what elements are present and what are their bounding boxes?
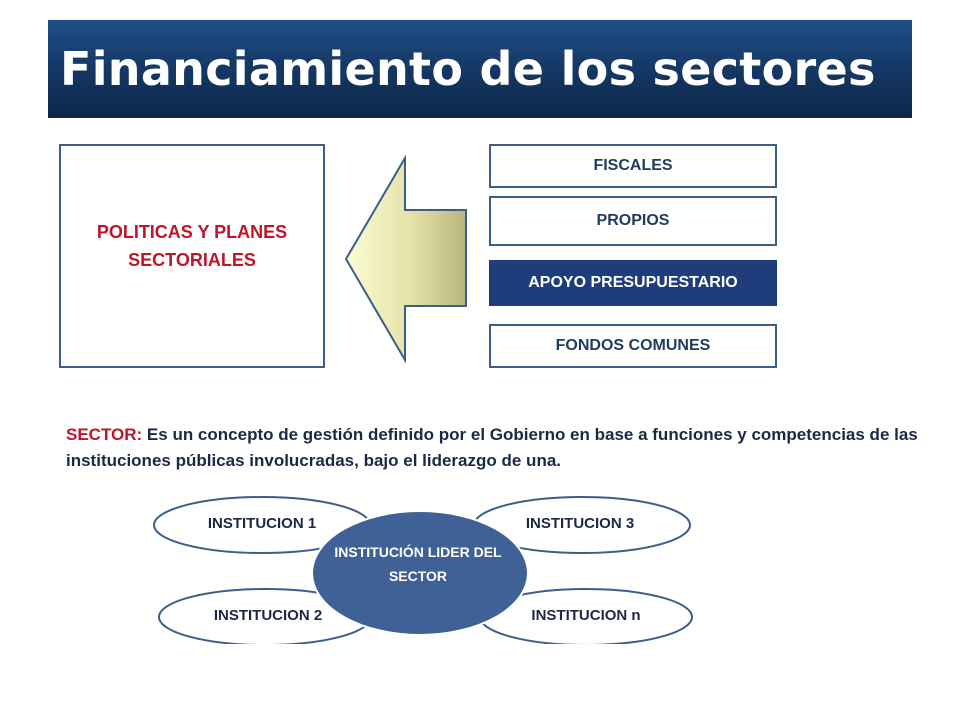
institution-3-label: INSTITUCION 3 (525, 515, 635, 532)
institution-diagram (153, 496, 693, 644)
title-bar: Financiamiento de los sectores (48, 20, 912, 118)
policy-box: POLITICAS Y PLANES SECTORIALES (59, 144, 325, 368)
institution-n-label: INSTITUCION n (531, 607, 641, 624)
institution-1-label: INSTITUCION 1 (207, 515, 317, 532)
policy-label: POLITICAS Y PLANES SECTORIALES (96, 222, 288, 270)
lead-institution-ellipse (311, 510, 529, 636)
funding-source-apoyo-presupuestario: APOYO PRESUPUESTARIO (489, 260, 777, 306)
funding-source-propios: PROPIOS (489, 196, 777, 246)
page-title: Financiamiento de los sectores (60, 42, 876, 96)
funding-source-fiscales: FISCALES (489, 144, 777, 188)
lead-institution-label: INSTITUCIÓN LIDER DEL SECTOR (334, 544, 502, 584)
definition-term: SECTOR: (66, 425, 143, 444)
funding-source-fondos-comunes: FONDOS COMUNES (489, 324, 777, 368)
definition-text: Es un concepto de gestión definido por e… (66, 425, 918, 470)
left-arrow-icon (344, 154, 467, 364)
institution-2-label: INSTITUCION 2 (213, 607, 323, 624)
sector-definition: SECTOR: Es un concepto de gestión defini… (66, 422, 926, 474)
